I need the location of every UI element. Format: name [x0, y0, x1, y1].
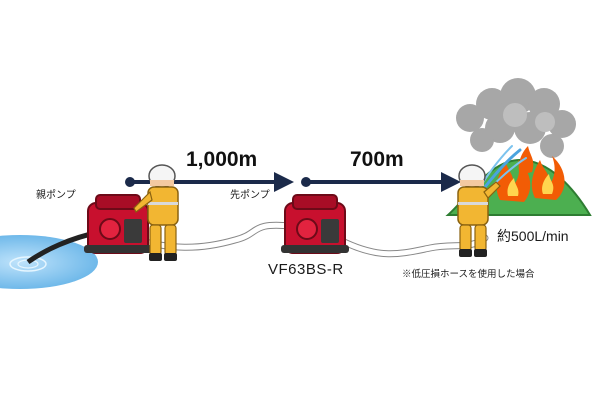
- hose-note: ※低圧損ホースを使用した場合: [402, 269, 535, 280]
- distance-arrow-2: [301, 172, 461, 192]
- firefighter-icon: [133, 164, 179, 261]
- relay-pump-label: 先ポンプ: [230, 190, 270, 201]
- smoke-icon: [456, 78, 576, 158]
- flow-rate-label: 約500L/min: [497, 228, 569, 244]
- distance-label-1: 1,000m: [186, 148, 258, 171]
- distance-label-2: 700m: [350, 148, 404, 171]
- fire-icon: [496, 146, 565, 202]
- main-pump-label: 親ポンプ: [36, 190, 76, 201]
- model-label: VF63BS-R: [268, 261, 344, 278]
- water-source-icon: [0, 235, 98, 289]
- firefighter-icon: [457, 164, 501, 257]
- pump-icon: [84, 194, 152, 254]
- pump-icon: [281, 194, 349, 254]
